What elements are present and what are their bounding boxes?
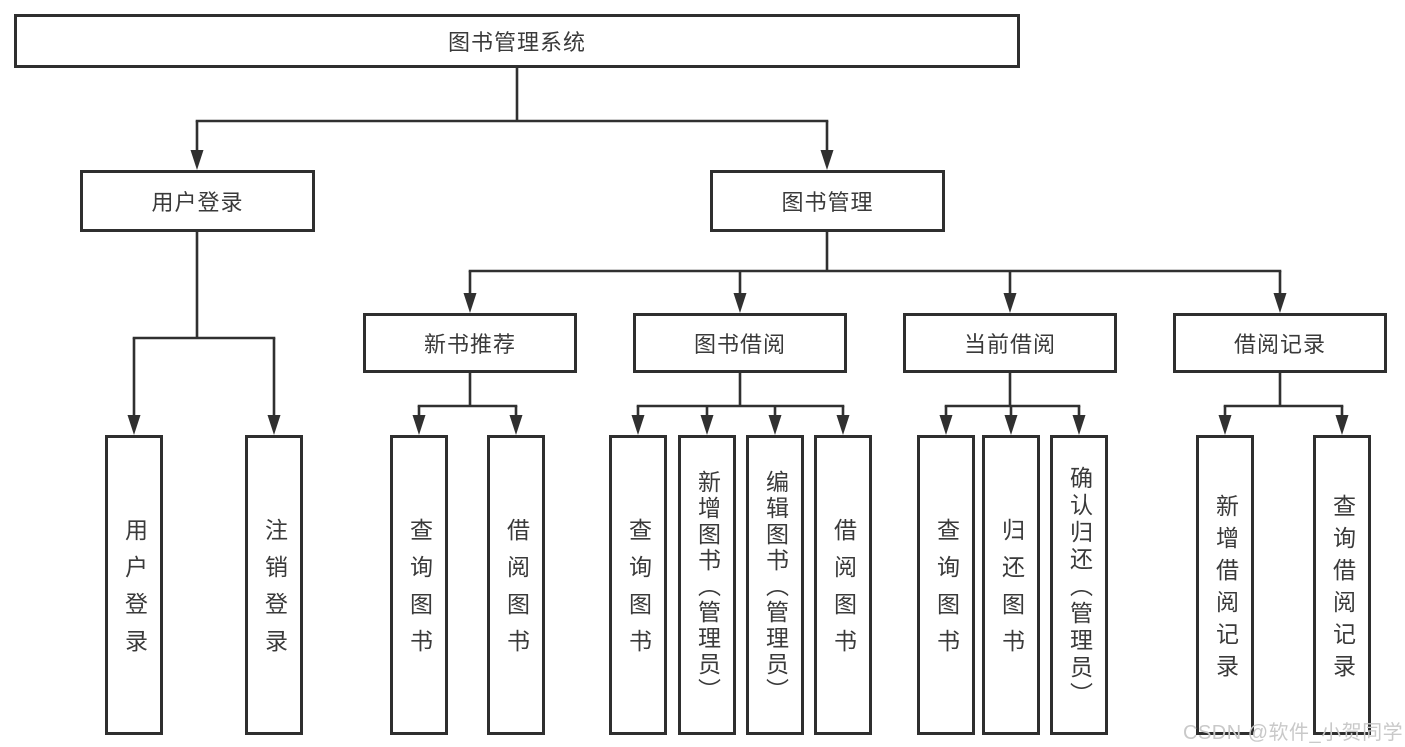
leaf-label: 查询图书 [625, 518, 652, 666]
node-leaf-user-login: 用户登录 [105, 435, 163, 735]
node-leaf-return-books: 归还图书 [982, 435, 1040, 735]
node-leaf-add-borrow-record: 新增借阅记录 [1196, 435, 1254, 735]
connector-book-management-sections [463, 232, 1287, 313]
leaf-label: 查询图书 [933, 518, 960, 666]
node-leaf-query-borrow-record: 查询借阅记录 [1313, 435, 1371, 735]
node-leaf-query-books-2: 查询图书 [609, 435, 667, 735]
leaf-label: 新增借阅记录 [1212, 493, 1239, 686]
connector-new-book-children [412, 373, 523, 435]
leaf-label: 确认归还（管理员） [1066, 465, 1093, 709]
node-book-management: 图书管理 [710, 170, 945, 232]
node-leaf-add-book-admin: 新增图书（管理员） [678, 435, 736, 735]
node-leaf-logout: 注销登录 [245, 435, 303, 735]
leaf-label: 查询借阅记录 [1329, 493, 1356, 686]
leaf-label: 新增图书（管理员） [694, 469, 721, 704]
leaf-label: 用户登录 [121, 518, 148, 666]
node-leaf-query-books-1: 查询图书 [390, 435, 448, 735]
leaf-label: 借阅图书 [503, 518, 530, 666]
node-new-book-recommend: 新书推荐 [363, 313, 577, 373]
connector-root-to-level2 [190, 68, 834, 170]
node-leaf-borrow-books-1: 借阅图书 [487, 435, 545, 735]
node-book-borrow: 图书借阅 [633, 313, 847, 373]
connector-borrow-records-children [1218, 373, 1349, 435]
node-leaf-query-books-3: 查询图书 [917, 435, 975, 735]
leaf-label: 借阅图书 [830, 518, 857, 666]
node-leaf-confirm-return-admin: 确认归还（管理员） [1050, 435, 1108, 735]
connector-current-borrow-children [939, 373, 1086, 435]
node-user-login: 用户登录 [80, 170, 315, 232]
node-borrow-records: 借阅记录 [1173, 313, 1387, 373]
node-leaf-borrow-books-2: 借阅图书 [814, 435, 872, 735]
connector-book-borrow-children [631, 373, 850, 435]
leaf-label: 归还图书 [998, 518, 1025, 666]
leaf-label: 查询图书 [406, 518, 433, 666]
leaf-label: 注销登录 [261, 518, 288, 666]
leaf-label: 编辑图书（管理员） [762, 469, 789, 704]
csdn-watermark: CSDN @软件_小贺同学 [1183, 722, 1404, 744]
connector-user-login-children [127, 232, 281, 435]
node-root-system: 图书管理系统 [14, 14, 1020, 68]
node-current-borrow: 当前借阅 [903, 313, 1117, 373]
node-leaf-edit-book-admin: 编辑图书（管理员） [746, 435, 804, 735]
